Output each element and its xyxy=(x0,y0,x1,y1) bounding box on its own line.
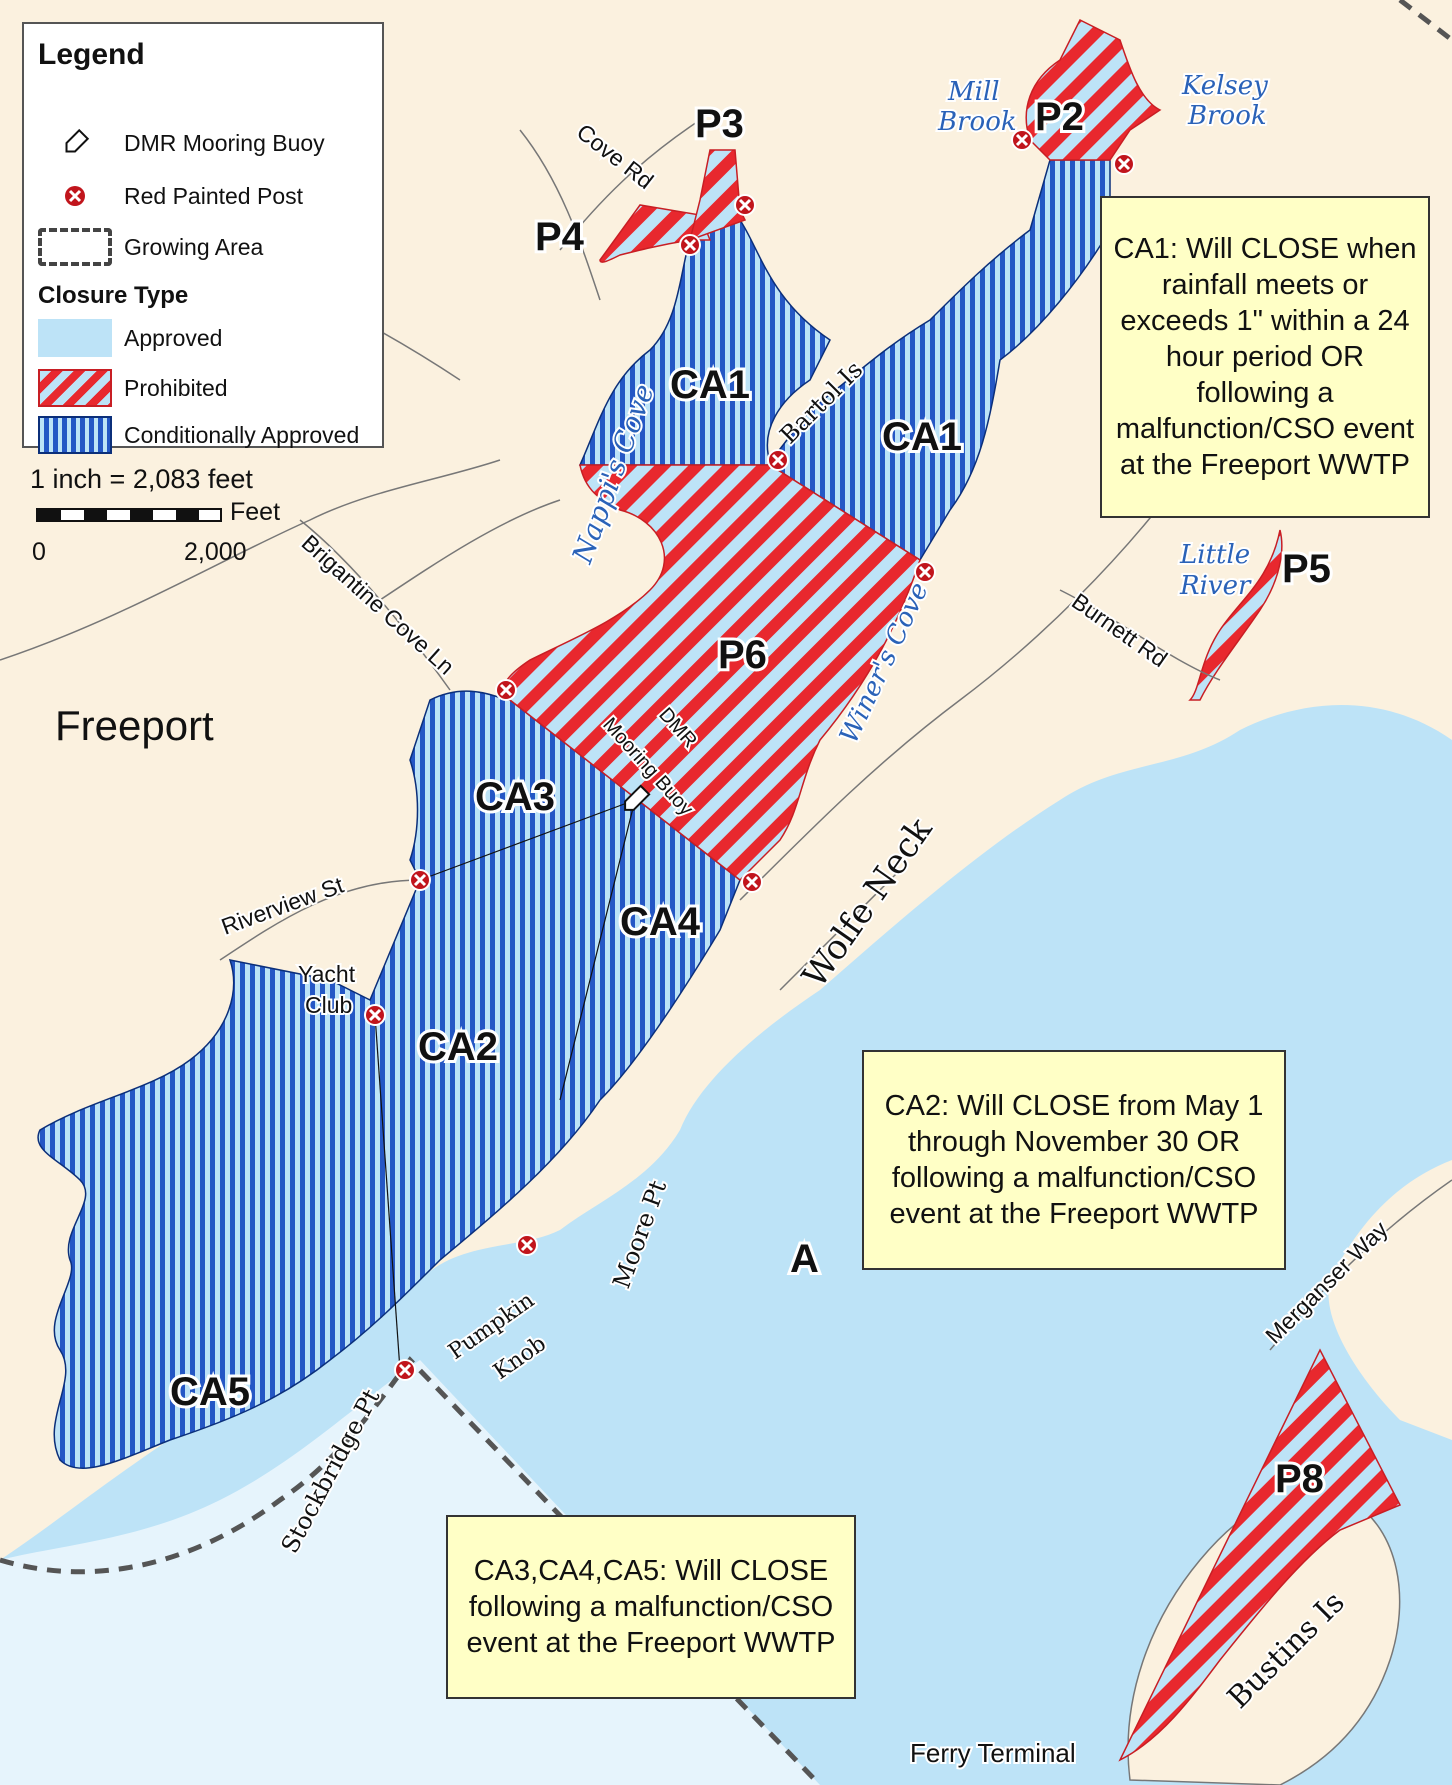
legend-label-red-post: Red Painted Post xyxy=(124,182,304,209)
zone-label-a: A xyxy=(790,1237,819,1281)
zone-label-ca5: CA5 xyxy=(170,1370,250,1414)
zone-label-p5: P5 xyxy=(1282,547,1331,591)
legend-label-conditionally-approved: Conditionally Approved xyxy=(124,421,360,448)
map-legend: Legend DMR Mooring Buoy Red Painted Post… xyxy=(22,22,384,454)
legend-closure-title: Closure Type xyxy=(38,282,189,309)
p6-prohibited-area xyxy=(503,464,921,881)
growing-area-boundary-ne xyxy=(1398,0,1452,42)
water-label-little: Little xyxy=(1179,540,1250,570)
note-ca1: CA1: Will CLOSE when rainfall meets or e… xyxy=(1100,196,1430,518)
legend-label-prohibited: Prohibited xyxy=(124,374,228,401)
legend-label-growing-area: Growing Area xyxy=(124,233,264,260)
place-label-club: Club xyxy=(305,992,352,1018)
zone-label-p4: P4 xyxy=(535,215,585,259)
p2-prohibited-area xyxy=(1025,18,1162,161)
legend-item-conditionally-approved: Conditionally Approved xyxy=(38,416,359,454)
legend-item-growing-area: Growing Area xyxy=(38,228,263,266)
mooring-buoy-icon xyxy=(624,784,651,811)
zone-label-ca3: CA3 xyxy=(475,775,555,819)
water-label-kelsey-brook: Brook xyxy=(1187,101,1267,131)
water-label-kelsey: Kelsey xyxy=(1181,71,1268,101)
legend-item-prohibited: Prohibited xyxy=(38,369,228,407)
water-label-little-river: River xyxy=(1179,571,1252,601)
scale-bar-graphic xyxy=(36,508,222,522)
zone-label-ca1-west: CA1 xyxy=(670,363,750,407)
note-ca2: CA2: Will CLOSE from May 1 through Novem… xyxy=(862,1050,1286,1270)
place-label-freeport: Freeport xyxy=(55,702,214,749)
note-ca345-text: CA3,CA4,CA5: Will CLOSE following a malf… xyxy=(466,1555,836,1659)
mooring-lines xyxy=(374,799,636,1371)
growing-area-boundary xyxy=(0,1356,822,1785)
zone-label-p8: P8 xyxy=(1275,1457,1324,1501)
conditionally-approved-area xyxy=(37,690,741,1469)
p8-prohibited-area xyxy=(1118,1348,1402,1762)
p3-prohibited-area xyxy=(688,149,747,242)
water-label-mill: Mill xyxy=(947,77,1000,107)
scale-tick-start: 0 xyxy=(32,538,46,566)
legend-item-approved: Approved xyxy=(38,319,222,357)
place-label-yacht: Yacht xyxy=(298,961,356,987)
dashed-boundary-icon xyxy=(38,228,112,266)
p5-prohibited-area xyxy=(1188,529,1283,701)
legend-label-approved: Approved xyxy=(124,324,223,351)
legend-title: Legend xyxy=(38,38,145,71)
prohibited-swatch xyxy=(38,369,112,407)
zone-label-p3: P3 xyxy=(695,102,744,146)
scale-tick-end: 2,000 xyxy=(184,538,247,566)
scale-unit: Feet xyxy=(230,498,281,526)
conditionally-approved-swatch xyxy=(38,416,112,454)
zone-label-ca1-east: CA1 xyxy=(882,415,962,459)
mooring-buoy-icon xyxy=(38,124,112,162)
zone-label-ca4: CA4 xyxy=(620,900,701,944)
legend-label-mooring-buoy: DMR Mooring Buoy xyxy=(124,129,325,156)
note-ca1-text: CA1: Will CLOSE when rainfall meets or e… xyxy=(1113,233,1417,481)
approved-swatch xyxy=(38,319,112,357)
note-ca3-ca4-ca5: CA3,CA4,CA5: Will CLOSE following a malf… xyxy=(446,1515,856,1699)
scale-ratio: 1 inch = 2,083 feet xyxy=(30,464,253,494)
scale-bar: 1 inch = 2,083 feet Feet 0 2,000 xyxy=(26,464,316,566)
note-ca2-text: CA2: Will CLOSE from May 1 through Novem… xyxy=(884,1090,1264,1230)
red-post-icon xyxy=(38,177,112,215)
zone-label-p2: P2 xyxy=(1035,95,1084,139)
east-shore xyxy=(1328,1160,1452,1440)
place-label-ferry-terminal: Ferry Terminal xyxy=(910,1738,1076,1768)
zone-label-p6: P6 xyxy=(718,633,767,677)
legend-item-red-post: Red Painted Post xyxy=(38,177,303,215)
legend-item-mooring-buoy: DMR Mooring Buoy xyxy=(38,124,325,162)
ca1-area xyxy=(578,159,1111,562)
water-label-mill-brook: Brook xyxy=(937,107,1017,137)
zone-label-ca2: CA2 xyxy=(418,1025,498,1069)
